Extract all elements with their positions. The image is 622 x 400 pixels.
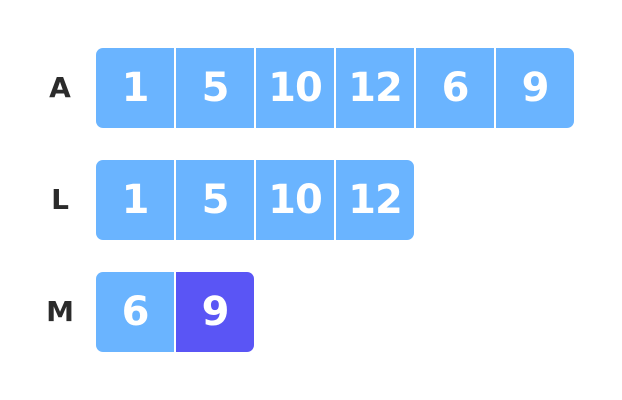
array-cell: 10 <box>256 48 336 128</box>
array-cell: 5 <box>176 160 256 240</box>
array-label-l: L <box>51 183 69 216</box>
array-label-m: M <box>46 295 74 328</box>
array-cell: 5 <box>176 48 256 128</box>
array-cell: 10 <box>256 160 336 240</box>
array-cell: 12 <box>336 48 416 128</box>
array-cell: 6 <box>96 272 176 352</box>
array-cell: 1 <box>96 160 176 240</box>
array-cells-m: 6 9 <box>96 272 254 352</box>
array-label-a: A <box>49 71 71 104</box>
array-cells-a: 1 5 10 12 6 9 <box>96 48 574 128</box>
array-cell: 6 <box>416 48 496 128</box>
array-cell: 9 <box>496 48 574 128</box>
array-cell-highlighted: 9 <box>176 272 254 352</box>
array-cell: 1 <box>96 48 176 128</box>
array-cells-l: 1 5 10 12 <box>96 160 414 240</box>
array-cell: 12 <box>336 160 414 240</box>
